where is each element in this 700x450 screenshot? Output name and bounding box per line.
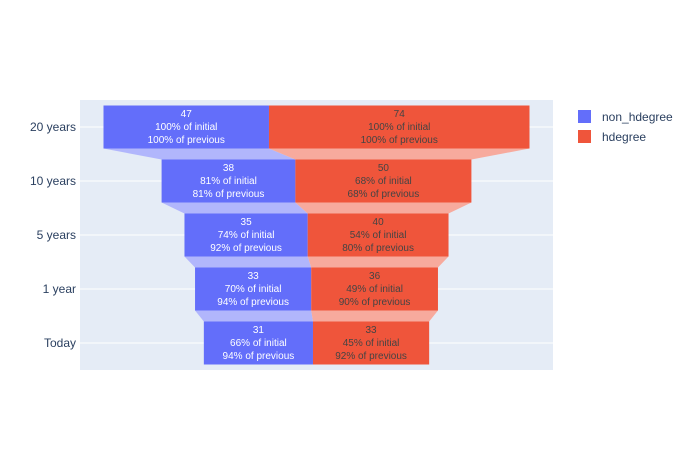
bar-hdegree[interactable] bbox=[311, 267, 438, 311]
legend-label[interactable]: hdegree bbox=[602, 130, 646, 144]
bar-hdegree[interactable] bbox=[268, 105, 530, 149]
y-tick-label: 20 years bbox=[30, 120, 76, 134]
connector-hdegree bbox=[307, 256, 449, 268]
bar-hdegree[interactable] bbox=[307, 213, 449, 257]
y-tick-label: 1 year bbox=[43, 282, 76, 296]
legend-swatch[interactable] bbox=[578, 110, 591, 123]
bar-non-hdegree[interactable] bbox=[103, 105, 269, 149]
bar-non-hdegree[interactable] bbox=[184, 213, 308, 257]
connector-non-hdegree bbox=[184, 256, 312, 268]
y-tick-label: 5 years bbox=[37, 228, 76, 242]
connector-hdegree bbox=[311, 310, 438, 322]
connectors bbox=[103, 148, 530, 322]
bar-hdegree[interactable] bbox=[295, 159, 472, 203]
legend-swatch[interactable] bbox=[578, 130, 591, 143]
bar-non-hdegree[interactable] bbox=[161, 159, 296, 203]
connector-non-hdegree bbox=[195, 310, 313, 322]
connector-hdegree bbox=[295, 202, 472, 214]
y-tick-label: 10 years bbox=[30, 174, 76, 188]
connector-non-hdegree bbox=[161, 202, 308, 214]
connector-non-hdegree bbox=[103, 148, 296, 160]
y-tick-label: Today bbox=[44, 336, 76, 350]
legend-label[interactable]: non_hdegree bbox=[602, 110, 673, 124]
funnel-bars bbox=[103, 105, 530, 365]
connector-hdegree bbox=[268, 148, 530, 160]
bar-non-hdegree[interactable] bbox=[195, 267, 312, 311]
bar-non-hdegree[interactable] bbox=[203, 321, 313, 365]
bar-hdegree[interactable] bbox=[312, 321, 430, 365]
